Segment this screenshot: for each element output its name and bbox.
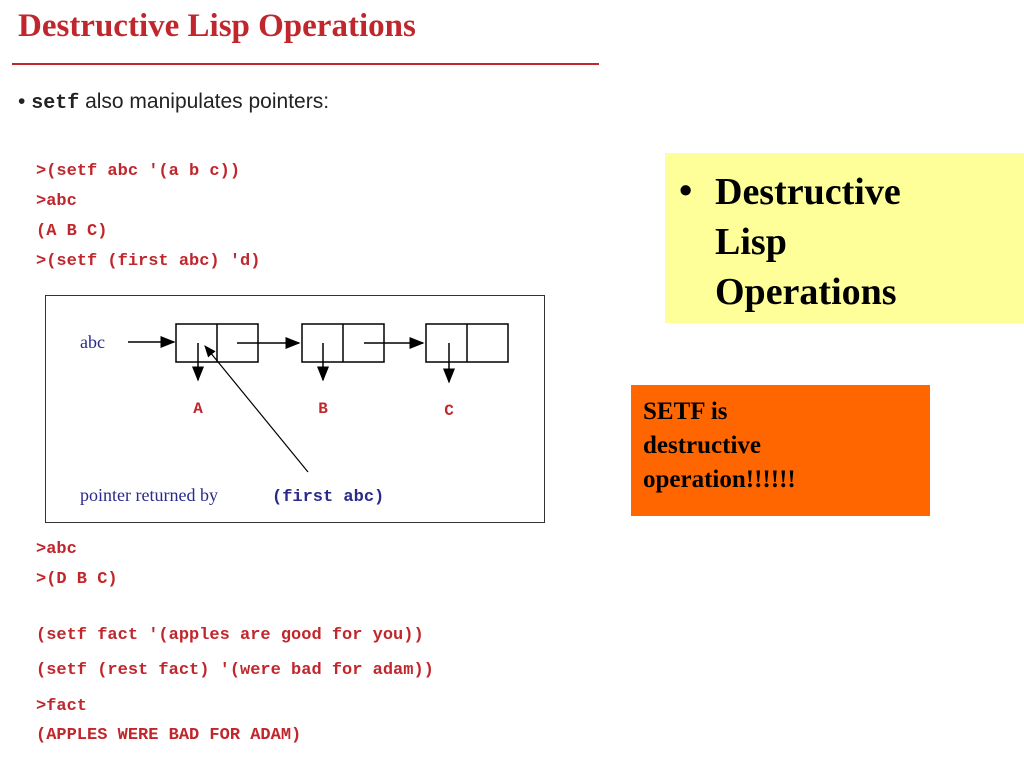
diagram-caption-code: (first abc) [272,488,384,507]
warning-line: destructive [643,432,762,459]
bullet-text: also manipulates pointers: [85,90,330,113]
warning-text: SETF is destructive operation!!!!!! [643,395,918,497]
code-line: >(D B C) [36,570,118,589]
code-line: >abc [36,540,77,559]
cell-label-b: B [318,400,328,418]
callout-line: Destructive [715,171,901,213]
title-divider [12,63,599,65]
diagram-var-label: abc [80,332,105,352]
summary-callout: • Destructive Lisp Operations [665,153,1024,323]
callout-line: Operations [715,271,897,313]
warning-line: operation!!!!!! [643,466,796,493]
slide-title: Destructive Lisp Operations [18,8,416,44]
cell-label-a: A [193,400,203,418]
pointer-diagram: abc A B C pointer returned by (first abc… [45,295,545,523]
bullet-setf: • setf also manipulates pointers: [18,90,329,115]
warning-callout: SETF is destructive operation!!!!!! [631,385,930,516]
callout-text: Destructive Lisp Operations [715,167,1005,317]
cell-label-c: C [444,402,454,420]
cons-cell-3 [425,323,509,363]
callout-bullet: • [679,170,693,212]
code-line: (setf fact '(apples are good for you)) [36,626,424,645]
code-line: >fact [36,697,88,716]
code-line: (A B C) [36,222,108,241]
pointer-arrow [204,345,309,473]
code-line: >abc [36,192,77,211]
bullet-code: setf [31,92,80,115]
code-line: >(setf (first abc) 'd) [36,252,261,271]
callout-line: Lisp [715,221,787,263]
warning-line: SETF is [643,398,728,425]
bullet-marker: • [18,90,26,113]
code-line: (setf (rest fact) '(were bad for adam)) [36,661,434,680]
code-line: (APPLES WERE BAD FOR ADAM) [36,726,302,745]
code-line: >(setf abc '(a b c)) [36,162,241,181]
diagram-caption-text: pointer returned by [80,485,218,505]
